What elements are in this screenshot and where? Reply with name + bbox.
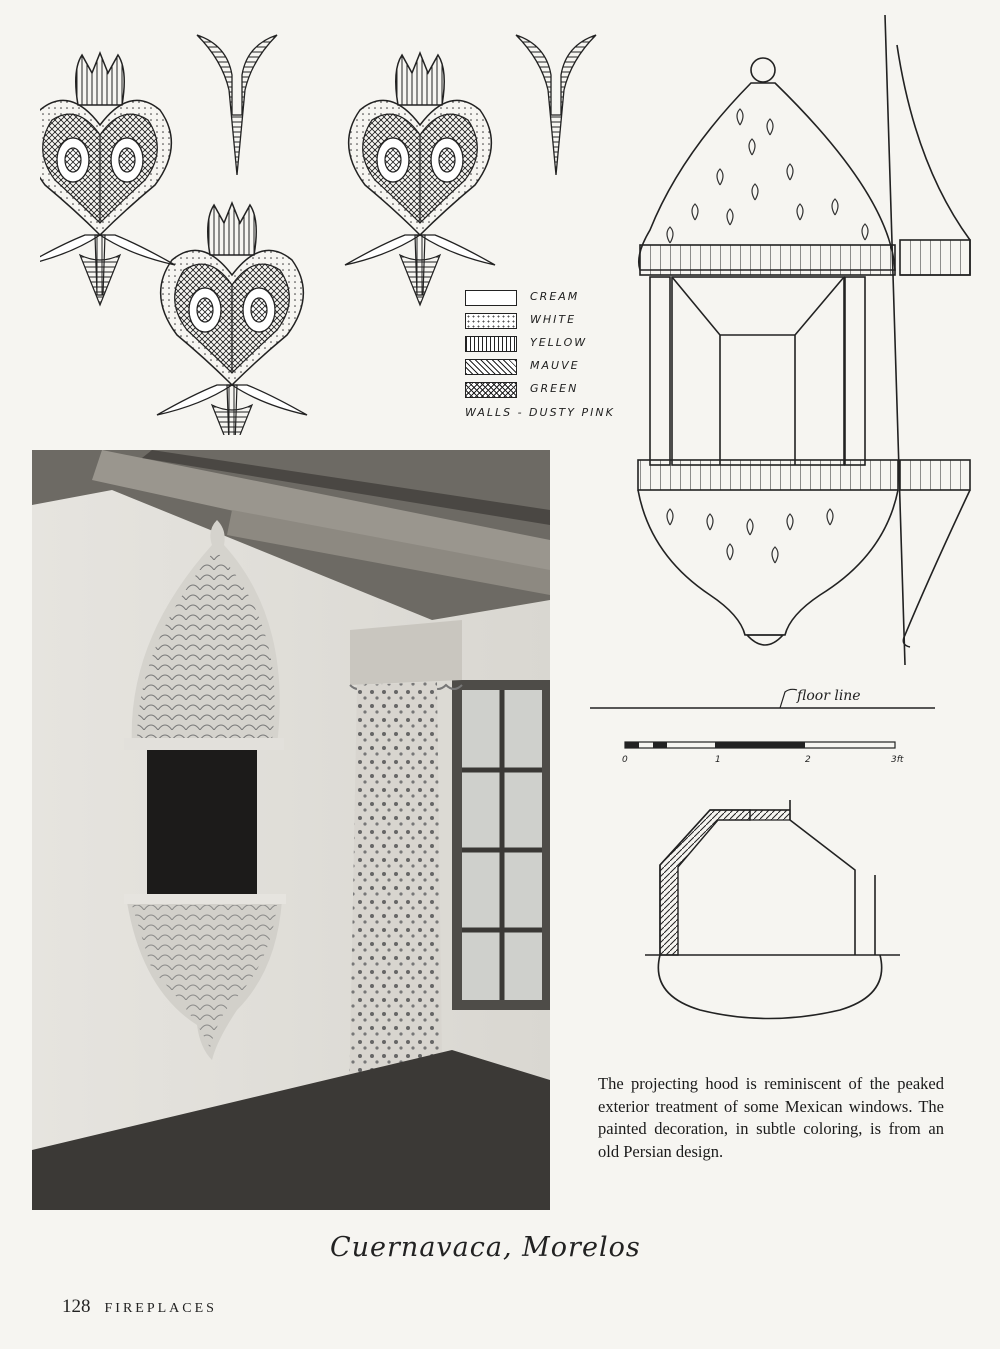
fireplace-photo-illustration — [32, 450, 550, 1210]
page-footer: 128 FIREPLACES — [62, 1296, 217, 1318]
green-swatch — [465, 382, 517, 398]
page-number: 128 — [62, 1296, 91, 1317]
cream-swatch — [465, 290, 517, 306]
figure-caption: The projecting hood is reminiscent of th… — [598, 1074, 944, 1161]
scale-label-1: 1 — [715, 755, 721, 765]
legend-label-green: GREEN — [530, 382, 579, 395]
room-photograph — [32, 450, 550, 1210]
section-title: FIREPLACES — [104, 1301, 217, 1316]
yellow-swatch — [465, 336, 517, 352]
floor-line-and-scale: floor line 0 1 2 3ft — [590, 688, 935, 765]
legend-label-cream: CREAM — [530, 290, 580, 303]
mauve-swatch — [465, 359, 517, 375]
scale-label-2: 2 — [805, 755, 811, 765]
legend-label-white: WHITE — [530, 313, 577, 326]
location-title: Cuernavaca, Morelos — [330, 1232, 641, 1263]
floor-line-label: floor line — [796, 688, 861, 704]
hood-elevation-drawing — [637, 15, 971, 665]
hood-plan-drawing — [645, 800, 900, 1020]
legend-label-yellow: YELLOW — [530, 336, 588, 349]
white-swatch — [465, 313, 517, 329]
legend-walls-note: WALLS - DUSTY PINK — [465, 406, 615, 419]
scale-label-0: 0 — [622, 755, 628, 765]
scale-label-3ft: 3ft — [891, 755, 904, 765]
legend-label-mauve: MAUVE — [530, 359, 580, 372]
